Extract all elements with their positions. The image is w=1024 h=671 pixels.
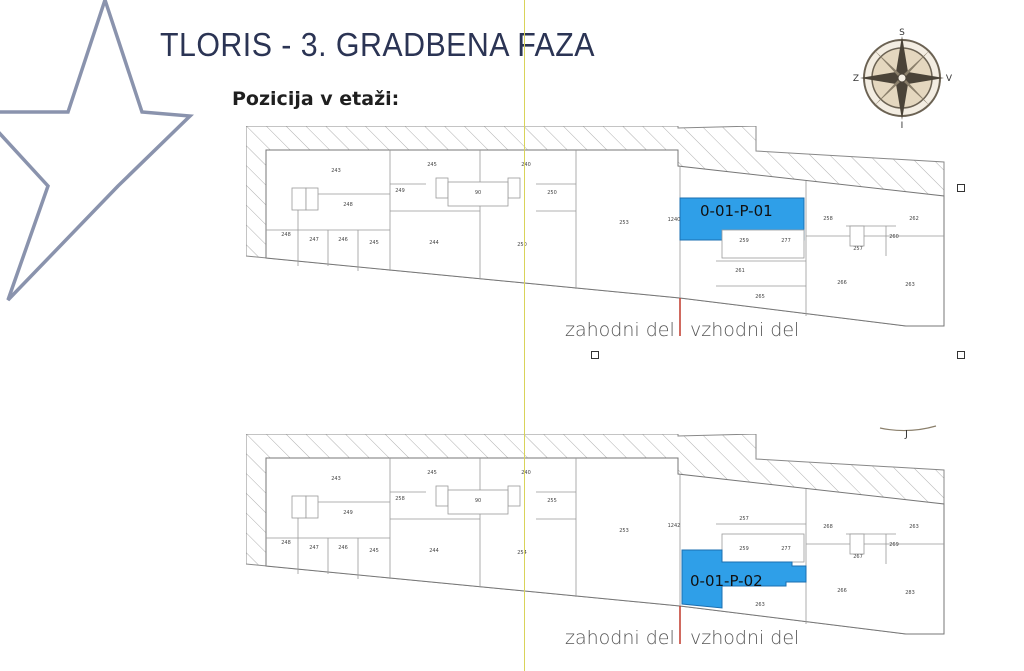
svg-text:248: 248 — [281, 540, 291, 546]
west-part-label: zahodni del — [565, 627, 675, 649]
svg-text:248: 248 — [281, 232, 291, 238]
svg-text:248: 248 — [343, 202, 353, 208]
svg-text:253: 253 — [619, 528, 629, 534]
svg-text:277: 277 — [781, 238, 791, 244]
svg-text:263: 263 — [905, 282, 915, 288]
svg-text:262: 262 — [909, 216, 919, 222]
svg-text:243: 243 — [331, 476, 341, 482]
vertical-guide-line — [524, 0, 525, 671]
svg-text:250: 250 — [547, 190, 557, 196]
svg-text:253: 253 — [619, 220, 629, 226]
svg-text:245: 245 — [369, 548, 379, 554]
east-part-label: vzhodni del — [690, 627, 800, 649]
svg-text:249: 249 — [395, 188, 405, 194]
compass-south-label: J — [900, 121, 904, 128]
svg-text:245: 245 — [427, 470, 437, 476]
svg-text:240: 240 — [521, 470, 531, 476]
svg-text:257: 257 — [853, 246, 863, 252]
svg-text:283: 283 — [905, 590, 915, 596]
svg-text:250: 250 — [517, 242, 527, 248]
compass-north-label: S — [899, 28, 905, 38]
svg-text:246: 246 — [338, 545, 348, 551]
svg-text:244: 244 — [429, 240, 439, 246]
svg-text:257: 257 — [739, 516, 749, 522]
svg-text:267: 267 — [853, 554, 863, 560]
svg-text:1242: 1242 — [668, 523, 681, 529]
svg-text:245: 245 — [427, 162, 437, 168]
compass-fragment-icon: J — [878, 420, 938, 440]
svg-text:244: 244 — [429, 548, 439, 554]
resize-handle[interactable] — [957, 184, 965, 192]
svg-text:266: 266 — [837, 280, 847, 286]
svg-text:254: 254 — [517, 550, 527, 556]
svg-text:258: 258 — [823, 216, 833, 222]
svg-text:266: 266 — [837, 588, 847, 594]
svg-text:263: 263 — [909, 524, 919, 530]
svg-text:255: 255 — [547, 498, 557, 504]
compass-west-label: Z — [853, 74, 859, 84]
svg-text:90: 90 — [475, 190, 481, 196]
star-outline-icon — [0, 0, 194, 302]
unit-highlight-label: 0-01-P-02 — [690, 572, 763, 590]
svg-text:246: 246 — [338, 237, 348, 243]
svg-text:268: 268 — [823, 524, 833, 530]
svg-text:277: 277 — [781, 546, 791, 552]
floor-plan-2: 243 245 240 248 247 246 245 244 254 253 258 90 25… — [245, 433, 946, 656]
page-subtitle: Pozicija v etaži: — [232, 88, 400, 110]
svg-text:265: 265 — [755, 294, 765, 300]
svg-text:90: 90 — [475, 498, 481, 504]
svg-text:247: 247 — [309, 545, 319, 551]
svg-text:240: 240 — [521, 162, 531, 168]
resize-handle[interactable] — [591, 351, 599, 359]
svg-text:261: 261 — [735, 268, 745, 274]
svg-text:260: 260 — [889, 234, 899, 240]
svg-text:258: 258 — [395, 496, 405, 502]
compass-rose-icon: S J Z V — [852, 28, 953, 131]
east-part-label: vzhodni del — [690, 319, 800, 341]
svg-text:259: 259 — [739, 546, 749, 552]
floor-plan-1: 243 245 240 248 247 246 245 244 250 253 249 90 25… — [245, 125, 946, 348]
svg-text:263: 263 — [755, 602, 765, 608]
compass-east-label: V — [946, 74, 952, 84]
svg-text:1240: 1240 — [668, 217, 681, 223]
svg-text:247: 247 — [309, 237, 319, 243]
page-title: TLORIS - 3. GRADBENA FAZA — [160, 26, 595, 63]
svg-text:269: 269 — [889, 542, 899, 548]
compass-fragment-label: J — [904, 429, 908, 440]
west-part-label: zahodni del — [565, 319, 675, 341]
svg-text:259: 259 — [739, 238, 749, 244]
svg-text:249: 249 — [343, 510, 353, 516]
resize-handle[interactable] — [957, 351, 965, 359]
svg-text:245: 245 — [369, 240, 379, 246]
svg-text:243: 243 — [331, 168, 341, 174]
unit-highlight-label: 0-01-P-01 — [700, 202, 773, 220]
